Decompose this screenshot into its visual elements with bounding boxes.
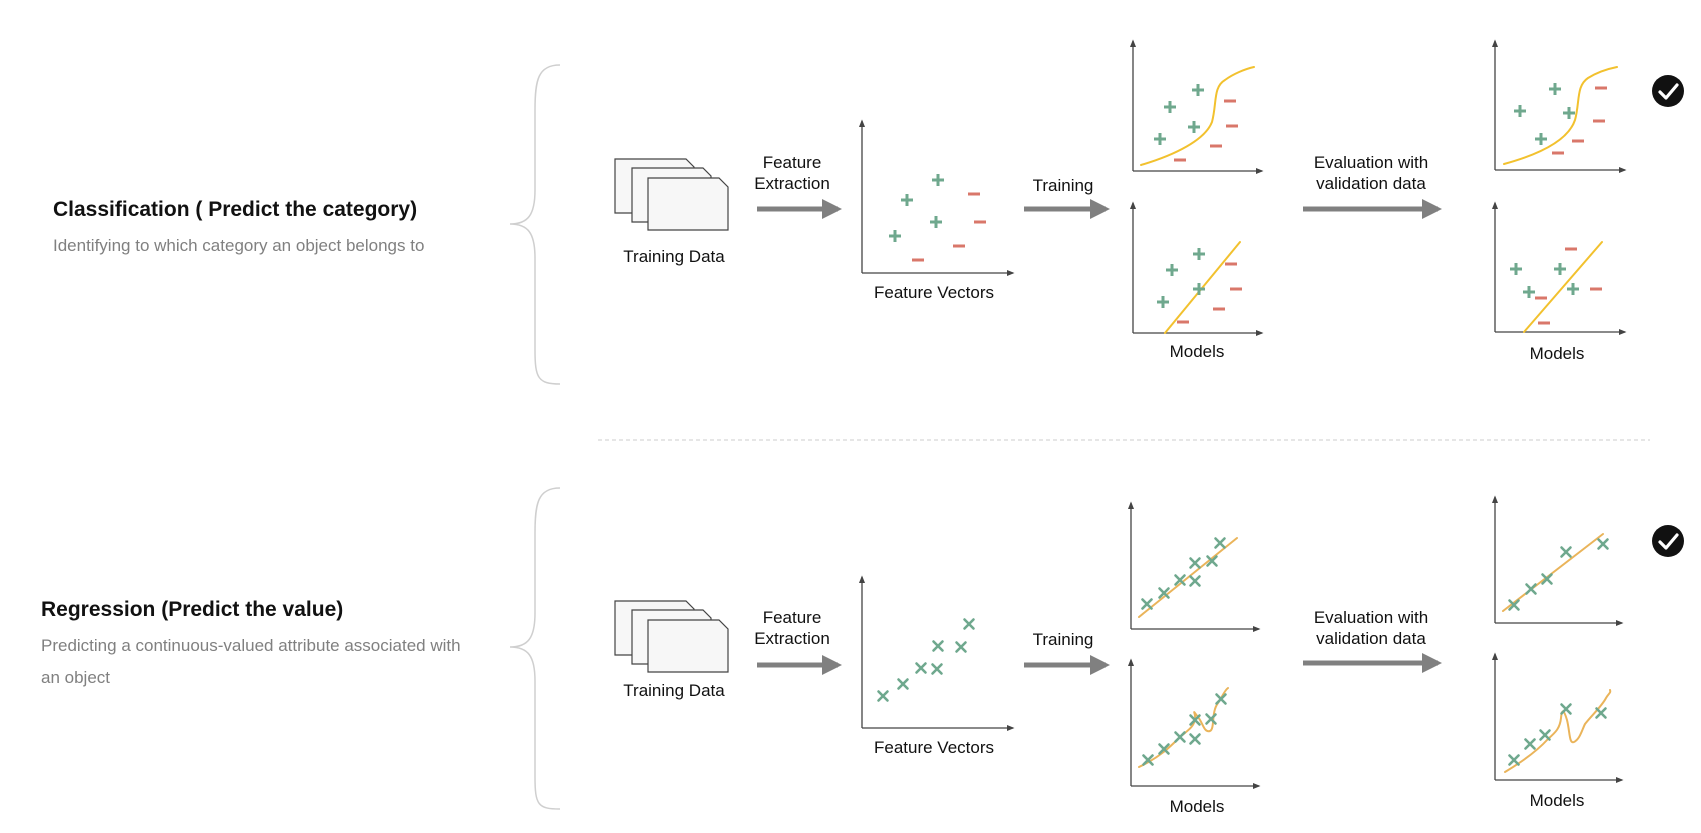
- data-point-marker: [1560, 703, 1572, 715]
- classification-evaluation-label-line1: Evaluation with: [1314, 153, 1428, 172]
- positive-marker: [1535, 133, 1547, 145]
- data-point-marker: [1189, 575, 1201, 587]
- regression-feature-extraction-label-line2: Extraction: [754, 629, 830, 648]
- positive-marker: [930, 216, 942, 228]
- data-point-marker: [1174, 731, 1186, 743]
- regression-evaluated-model-plot-2: [1491, 652, 1624, 784]
- regression-training-data-label: Training Data: [623, 681, 725, 700]
- positive-marker: [1549, 83, 1561, 95]
- positive-marker: [1563, 107, 1575, 119]
- data-point-marker: [915, 662, 927, 674]
- model-curve: [1504, 689, 1612, 773]
- data-point-marker: [897, 678, 909, 690]
- data-point-marker: [1214, 537, 1226, 549]
- classification-selected-models-label: Models: [1530, 344, 1585, 363]
- classification-model-plot-2: [1129, 201, 1264, 337]
- regression-feature-extraction-label-line1: Feature: [763, 608, 822, 627]
- positive-marker: [1166, 264, 1178, 276]
- data-point-marker: [1205, 713, 1217, 725]
- data-point-marker: [1541, 573, 1553, 585]
- positive-marker: [901, 194, 913, 206]
- positive-marker: [1157, 296, 1169, 308]
- data-point-marker: [932, 640, 944, 652]
- classification-evaluated-model-plot-2: [1491, 201, 1627, 336]
- data-point-marker: [1215, 693, 1227, 705]
- data-point-marker: [1189, 714, 1201, 726]
- classification-training-label: Training: [1033, 176, 1094, 195]
- classification-evaluated-model-plot-1: [1491, 39, 1627, 174]
- positive-marker: [1523, 286, 1535, 298]
- data-point-marker: [1189, 557, 1201, 569]
- regression-evaluated-model-plot-1: [1491, 495, 1624, 627]
- positive-marker: [1514, 105, 1526, 117]
- data-point-marker: [1595, 707, 1607, 719]
- classification-title: Classification ( Predict the category): [53, 198, 418, 221]
- model-curve: [1138, 537, 1238, 618]
- data-point-marker: [1141, 598, 1153, 610]
- data-point-marker: [955, 641, 967, 653]
- classification-models-label: Models: [1170, 342, 1225, 361]
- positive-marker: [1164, 101, 1176, 113]
- classification-training-data-icon: [614, 158, 729, 231]
- model-curve: [1503, 66, 1618, 165]
- data-point-marker: [877, 690, 889, 702]
- positive-marker: [1188, 121, 1200, 133]
- positive-marker: [1154, 133, 1166, 145]
- regression-title: Regression (Predict the value): [41, 598, 344, 621]
- classification-training-data-label: Training Data: [623, 247, 725, 266]
- positive-marker: [1193, 283, 1205, 295]
- data-point-marker: [1158, 587, 1170, 599]
- data-point-marker: [1189, 733, 1201, 745]
- classification-model-plot-1: [1129, 39, 1264, 175]
- classification-feature-extraction-label-line2: Extraction: [754, 174, 830, 193]
- regression-training-data-icon: [614, 600, 729, 673]
- data-point-marker: [1508, 754, 1520, 766]
- regression-model-plot-2: [1127, 658, 1261, 790]
- positive-marker: [1554, 263, 1566, 275]
- classification-evaluation-label-line2: validation data: [1316, 174, 1426, 193]
- classification-description: Identifying to which category an object …: [53, 236, 425, 255]
- positive-marker: [889, 230, 901, 242]
- regression-model-plot-1: [1127, 501, 1261, 633]
- model-curve: [1523, 241, 1603, 333]
- classification-feature-vectors-plot: [858, 119, 1015, 277]
- data-point-marker: [1174, 574, 1186, 586]
- regression-feature-vectors-plot: [858, 575, 1015, 732]
- data-point-marker: [1597, 538, 1609, 550]
- data-point-marker: [1525, 583, 1537, 595]
- data-point-marker: [1206, 555, 1218, 567]
- positive-marker: [1193, 248, 1205, 260]
- regression-selected-models-label: Models: [1530, 791, 1585, 810]
- data-point-marker: [1560, 546, 1572, 558]
- regression-models-label: Models: [1170, 797, 1225, 816]
- positive-marker: [1192, 84, 1204, 96]
- regression-evaluation-label-line2: validation data: [1316, 629, 1426, 648]
- regression-training-label: Training: [1033, 630, 1094, 649]
- model-curve: [1140, 66, 1255, 166]
- classification-feature-vectors-label: Feature Vectors: [874, 283, 994, 302]
- data-point-marker: [1158, 743, 1170, 755]
- classification-brace: [509, 64, 561, 385]
- regression-brace: [509, 487, 561, 810]
- regression-evaluation-label-line1: Evaluation with: [1314, 608, 1428, 627]
- model-curve: [1502, 533, 1604, 612]
- classification-checkmark-icon: [1652, 75, 1684, 107]
- data-point-marker: [931, 663, 943, 675]
- data-point-marker: [1524, 738, 1536, 750]
- classification-feature-extraction-label-line1: Feature: [763, 153, 822, 172]
- data-point-marker: [1539, 729, 1551, 741]
- positive-marker: [1510, 263, 1522, 275]
- data-point-marker: [963, 618, 975, 630]
- data-point-marker: [1142, 754, 1154, 766]
- regression-feature-vectors-label: Feature Vectors: [874, 738, 994, 757]
- positive-marker: [1567, 283, 1579, 295]
- regression-description: Predicting a continuous-valued attribute…: [41, 636, 461, 687]
- positive-marker: [932, 174, 944, 186]
- regression-checkmark-icon: [1652, 525, 1684, 557]
- data-point-marker: [1508, 599, 1520, 611]
